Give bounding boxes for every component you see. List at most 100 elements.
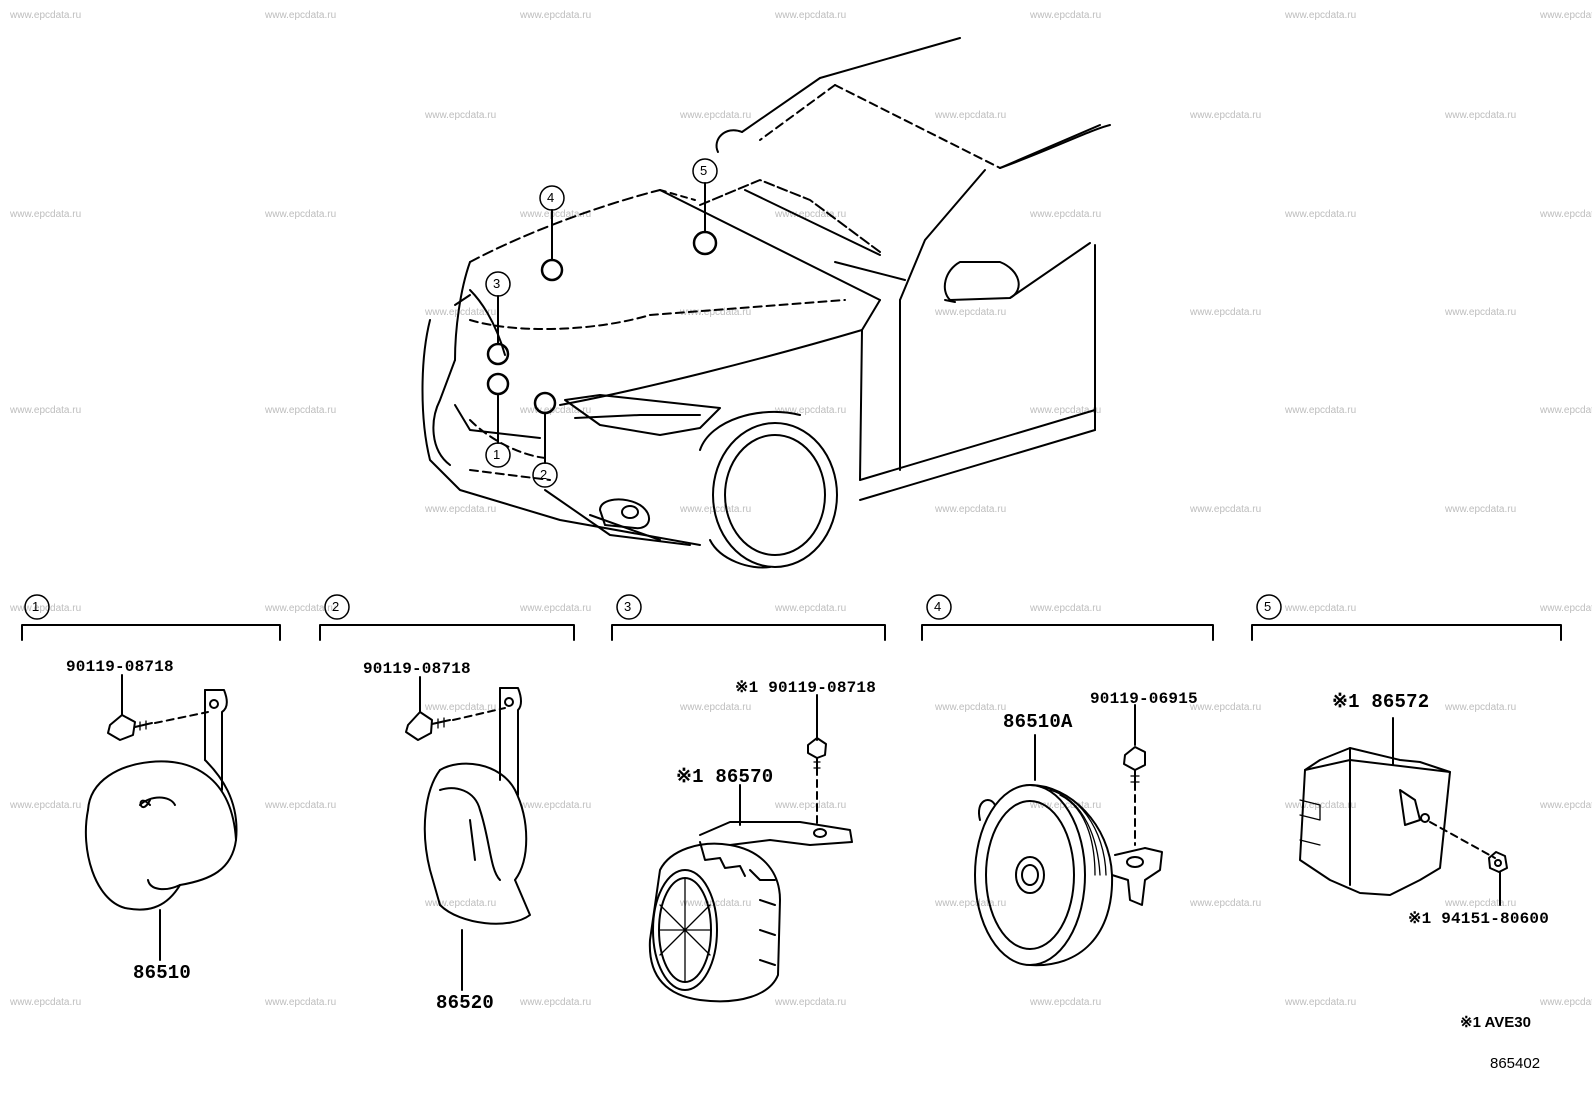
watermark-text: www.epcdata.ru <box>425 702 497 713</box>
horn-86570-drawing <box>648 694 853 1003</box>
watermark-text: www.epcdata.ru <box>1190 898 1262 909</box>
section-brackets <box>21 624 1562 641</box>
watermark-text: www.epcdata.ru <box>1445 898 1517 909</box>
watermark-text: www.epcdata.ru <box>1285 603 1357 614</box>
horn-86510-drawing <box>84 674 238 961</box>
watermark-text: www.epcdata.ru <box>935 307 1007 318</box>
car-illustration <box>421 37 1111 569</box>
watermark-text: www.epcdata.ru <box>1445 307 1517 318</box>
watermark-text: www.epcdata.ru <box>1445 110 1517 121</box>
watermark-text: www.epcdata.ru <box>10 405 82 416</box>
watermark-text: www.epcdata.ru <box>265 10 337 21</box>
callout-label-3: 3 <box>493 276 501 291</box>
horn-86572-drawing <box>1299 717 1508 906</box>
watermark-text: www.epcdata.ru <box>1030 10 1102 21</box>
watermark-text: www.epcdata.ru <box>1540 997 1592 1008</box>
watermark-text: www.epcdata.ru <box>1540 405 1592 416</box>
watermark-text: www.epcdata.ru <box>775 405 847 416</box>
watermark-text: www.epcdata.ru <box>520 800 592 811</box>
part-number-link[interactable]: 90119-08718 <box>363 660 471 678</box>
watermark-text: www.epcdata.ru <box>10 800 82 811</box>
watermark-text: www.epcdata.ru <box>265 209 337 220</box>
watermark-text: www.epcdata.ru <box>520 10 592 21</box>
watermark-text: www.epcdata.ru <box>1190 307 1262 318</box>
watermark-text: www.epcdata.ru <box>775 10 847 21</box>
horn-location-markers <box>486 230 718 415</box>
watermark-text: www.epcdata.ru <box>520 405 592 416</box>
section-5-number: 5 <box>1264 599 1272 614</box>
watermark-text: www.epcdata.ru <box>1190 702 1262 713</box>
section-3-number: 3 <box>624 599 632 614</box>
watermark-text: www.epcdata.ru <box>1285 10 1357 21</box>
watermark-text: www.epcdata.ru <box>1190 110 1262 121</box>
diagram-id: 865402 <box>1490 1055 1541 1072</box>
watermark-text: www.epcdata.ru <box>10 209 82 220</box>
part-number-link[interactable]: ※1 86572 <box>1332 691 1430 713</box>
part-number-link[interactable]: 90119-08718 <box>66 658 174 676</box>
watermark-text: www.epcdata.ru <box>425 307 497 318</box>
section-4-number: 4 <box>934 599 942 614</box>
watermark-text: www.epcdata.ru <box>680 307 752 318</box>
part-number-link[interactable]: 86510A <box>1003 711 1073 733</box>
watermark-text: www.epcdata.ru <box>680 504 752 515</box>
watermark-text: www.epcdata.ru <box>1445 504 1517 515</box>
watermark-text: www.epcdata.ru <box>265 603 337 614</box>
watermark-text: www.epcdata.ru <box>680 702 752 713</box>
watermark-text: www.epcdata.ru <box>1285 209 1357 220</box>
callout-label-5: 5 <box>700 163 708 178</box>
watermark-text: www.epcdata.ru <box>1030 997 1102 1008</box>
horn-86520-drawing <box>405 676 531 991</box>
watermark-text: www.epcdata.ru <box>1030 209 1102 220</box>
callout-label-4: 4 <box>547 190 555 205</box>
watermark-text: www.epcdata.ru <box>10 603 82 614</box>
watermark-text: www.epcdata.ru <box>265 405 337 416</box>
watermark-text: www.epcdata.ru <box>10 997 82 1008</box>
part-number-link[interactable]: ※1 94151-80600 <box>1408 910 1550 928</box>
watermark-text: www.epcdata.ru <box>425 504 497 515</box>
watermark-text: www.epcdata.ru <box>425 110 497 121</box>
watermark-text: www.epcdata.ru <box>1030 405 1102 416</box>
footnote: ※1 AVE30 <box>1460 1014 1531 1031</box>
part-number-link[interactable]: 86510 <box>133 962 192 984</box>
callout-label-2: 2 <box>540 467 548 482</box>
watermark-text: www.epcdata.ru <box>265 997 337 1008</box>
watermark-text: www.epcdata.ru <box>680 898 752 909</box>
watermark-text: www.epcdata.ru <box>935 504 1007 515</box>
watermark-text: www.epcdata.ru <box>935 898 1007 909</box>
section-1-number: 1 <box>32 599 40 614</box>
part-number-link[interactable]: ※1 90119-08718 <box>735 679 877 697</box>
callout-label-1: 1 <box>493 447 501 462</box>
watermark-text: www.epcdata.ru <box>775 800 847 811</box>
callout-circles <box>485 158 718 488</box>
watermark-text: www.epcdata.ru <box>520 603 592 614</box>
watermark-text: www.epcdata.ru <box>1540 209 1592 220</box>
section-header-circles <box>24 594 1282 620</box>
watermark-text: www.epcdata.ru <box>935 110 1007 121</box>
callout-leaders <box>497 182 706 464</box>
watermark-text: www.epcdata.ru <box>520 997 592 1008</box>
watermark-text: www.epcdata.ru <box>1445 702 1517 713</box>
part-number-link[interactable]: 86520 <box>436 992 495 1014</box>
watermark-text: www.epcdata.ru <box>775 997 847 1008</box>
watermark-text: www.epcdata.ru <box>935 702 1007 713</box>
watermark-text: www.epcdata.ru <box>1030 603 1102 614</box>
watermark-text: www.epcdata.ru <box>775 603 847 614</box>
section-2-number: 2 <box>332 599 340 614</box>
watermark-text: www.epcdata.ru <box>1540 603 1592 614</box>
watermark-text: www.epcdata.ru <box>425 898 497 909</box>
watermark-text: www.epcdata.ru <box>680 110 752 121</box>
watermark-text: www.epcdata.ru <box>1540 10 1592 21</box>
watermark-text: www.epcdata.ru <box>265 800 337 811</box>
part-number-link[interactable]: ※1 86570 <box>676 766 774 788</box>
watermark-text: www.epcdata.ru <box>520 209 592 220</box>
watermark-text: www.epcdata.ru <box>1285 997 1357 1008</box>
watermark-text: www.epcdata.ru <box>10 10 82 21</box>
watermark-text: www.epcdata.ru <box>1540 800 1592 811</box>
horn-86510A-drawing <box>974 704 1163 967</box>
watermark-text: www.epcdata.ru <box>1285 405 1357 416</box>
watermark-text: www.epcdata.ru <box>1190 504 1262 515</box>
watermark-text: www.epcdata.ru <box>775 209 847 220</box>
part-number-link[interactable]: 90119-06915 <box>1090 690 1198 708</box>
